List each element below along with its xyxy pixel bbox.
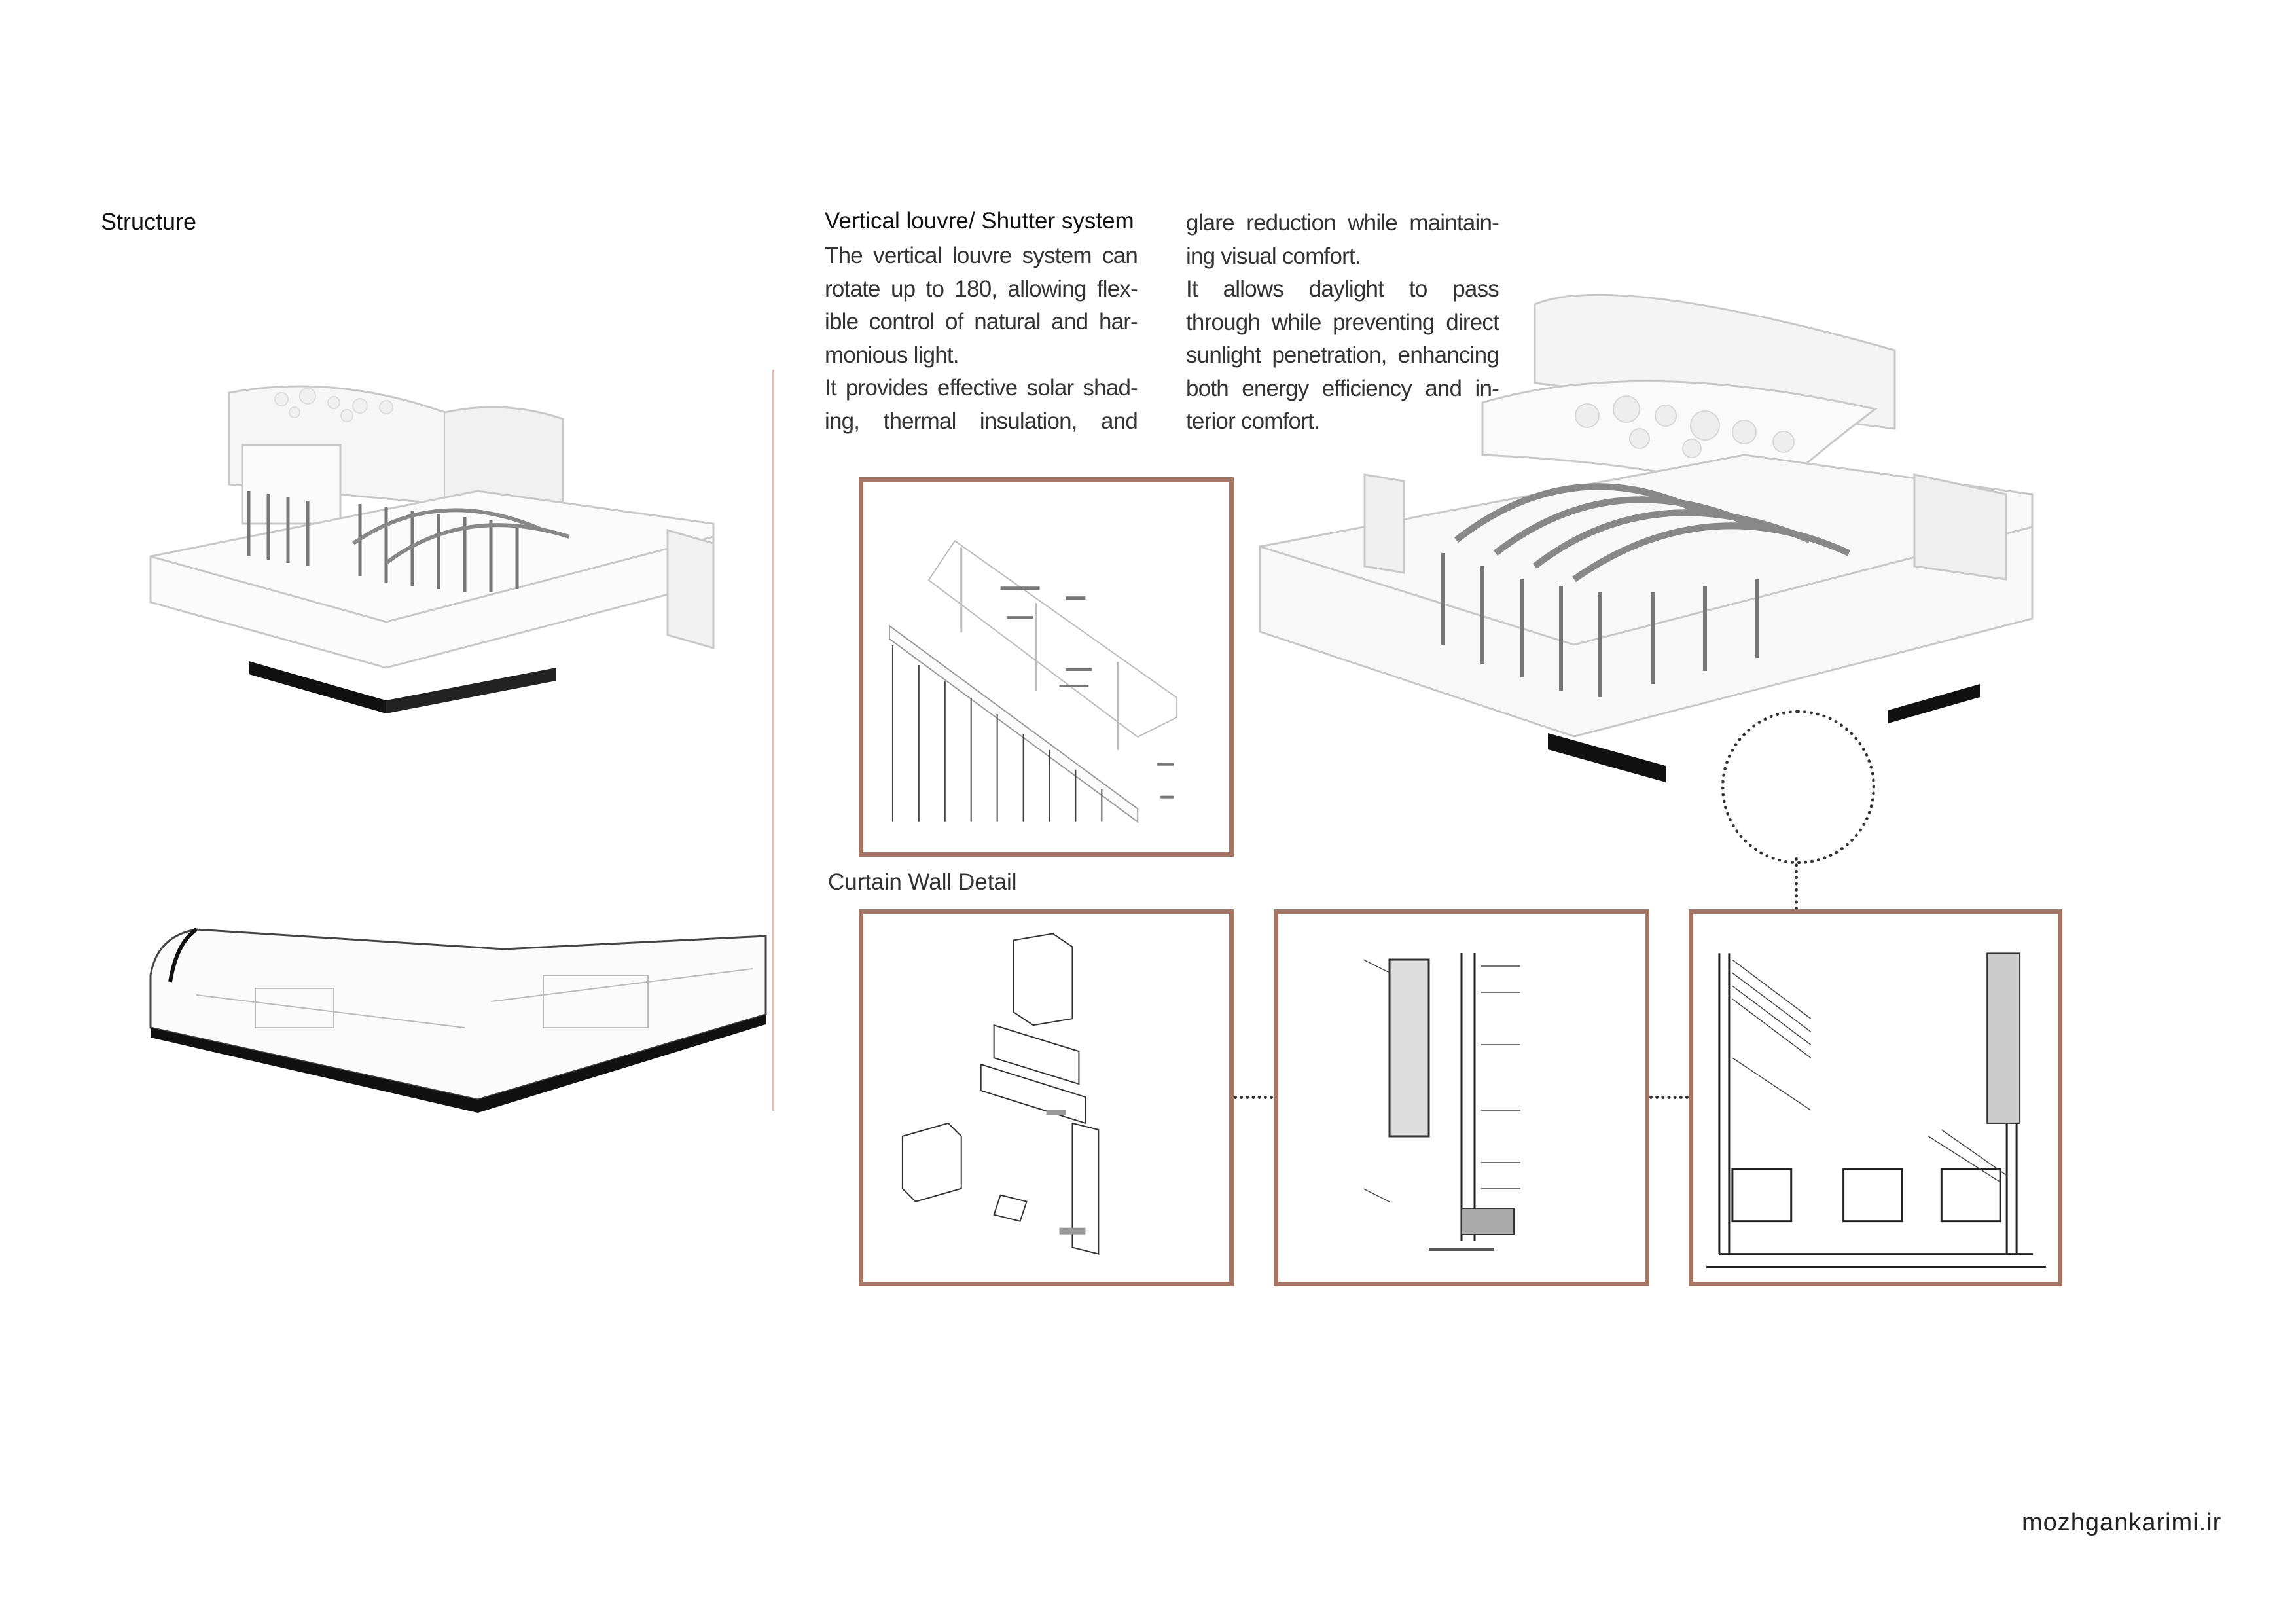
detail-connector bbox=[1234, 1096, 1273, 1099]
structure-axonometric-top bbox=[149, 385, 715, 713]
text-line: ing, thermal insulation, and bbox=[825, 408, 1138, 434]
detail-connector bbox=[1649, 1096, 1689, 1099]
text-line: It provides effective solar shad- bbox=[825, 375, 1138, 401]
text-line: ible control of natural and har- bbox=[825, 309, 1138, 334]
curtain-wall-exploded-frame bbox=[859, 909, 1234, 1286]
curtain-wall-heading: Curtain Wall Detail bbox=[828, 869, 1017, 895]
curtain-wall-plan-frame bbox=[1689, 909, 2062, 1286]
building-exploded-axonometric bbox=[1259, 293, 2034, 782]
curtain-wall-plan-drawing bbox=[1706, 952, 2047, 1269]
structure-heading: Structure bbox=[101, 208, 197, 235]
vertical-divider bbox=[772, 370, 774, 1111]
louvre-detail-frame bbox=[859, 477, 1234, 857]
louvre-text-col2: glare reduction while maintain- ing visu… bbox=[1186, 207, 1499, 439]
curtain-wall-section-frame bbox=[1274, 909, 1649, 1286]
louvre-text-col1: The vertical louvre system can rotate up… bbox=[825, 240, 1138, 438]
text-line: monious light. bbox=[825, 342, 960, 368]
website-footer: mozhgankarimi.ir bbox=[2022, 1509, 2222, 1536]
detail-callout-circle bbox=[1721, 710, 1875, 864]
curtain-wall-exploded-drawing bbox=[901, 933, 1100, 1255]
text-line: ing visual comfort. bbox=[1186, 243, 1361, 269]
text-line: both energy efficiency and in- bbox=[1186, 375, 1499, 401]
curtain-wall-section-drawing bbox=[1363, 953, 1520, 1251]
callout-connector bbox=[1795, 857, 1798, 910]
text-line: terior comfort. bbox=[1186, 408, 1320, 434]
text-line: sunlight penetration, enhancing bbox=[1186, 342, 1499, 368]
text-line: through while preventing direct bbox=[1186, 309, 1499, 335]
text-line: The vertical louvre system can bbox=[825, 243, 1138, 268]
structure-section-perspective bbox=[149, 928, 767, 1113]
text-line: rotate up to 180, allowing flex- bbox=[825, 276, 1138, 302]
text-line: It allows daylight to pass bbox=[1186, 276, 1499, 302]
louvre-title: Vertical louvre/ Shutter system bbox=[825, 208, 1134, 234]
louvre-detail-drawing bbox=[888, 539, 1178, 823]
text-line: glare reduction while maintain- bbox=[1186, 210, 1499, 236]
